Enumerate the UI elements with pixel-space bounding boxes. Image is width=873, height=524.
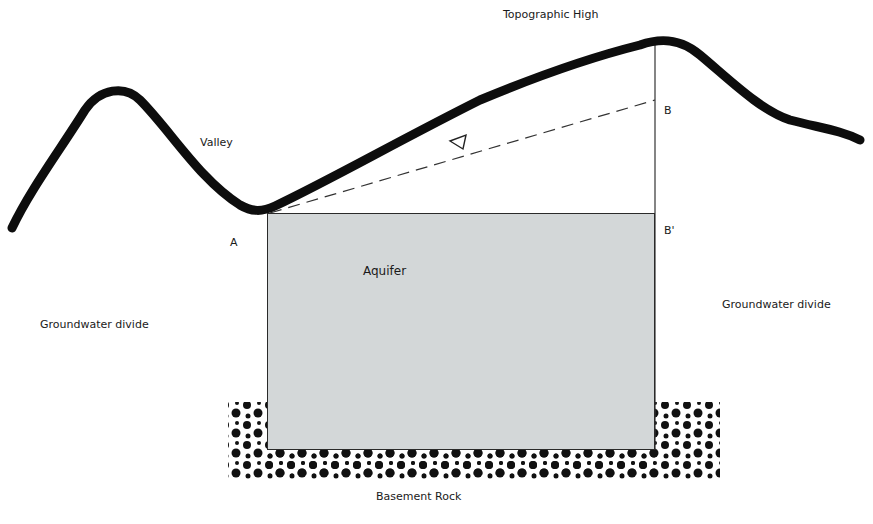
basement-rock-bottom bbox=[267, 450, 655, 475]
point-label: B' bbox=[664, 224, 675, 237]
rock-label: Basement Rock bbox=[376, 490, 461, 503]
valley-label: Valley bbox=[200, 136, 233, 149]
node-text: Aquifer bbox=[363, 264, 406, 278]
point-label: B bbox=[664, 104, 672, 117]
aquifer-box: Aquifer bbox=[267, 213, 655, 450]
divide-label: Groundwater divide bbox=[40, 318, 149, 331]
water-table-symbol bbox=[450, 135, 466, 149]
peak-label: Topographic High bbox=[503, 8, 598, 21]
divide-label: Groundwater divide bbox=[722, 298, 831, 311]
point-label: A bbox=[230, 236, 238, 249]
ground-surface bbox=[12, 41, 860, 228]
water-table-line bbox=[270, 100, 655, 213]
